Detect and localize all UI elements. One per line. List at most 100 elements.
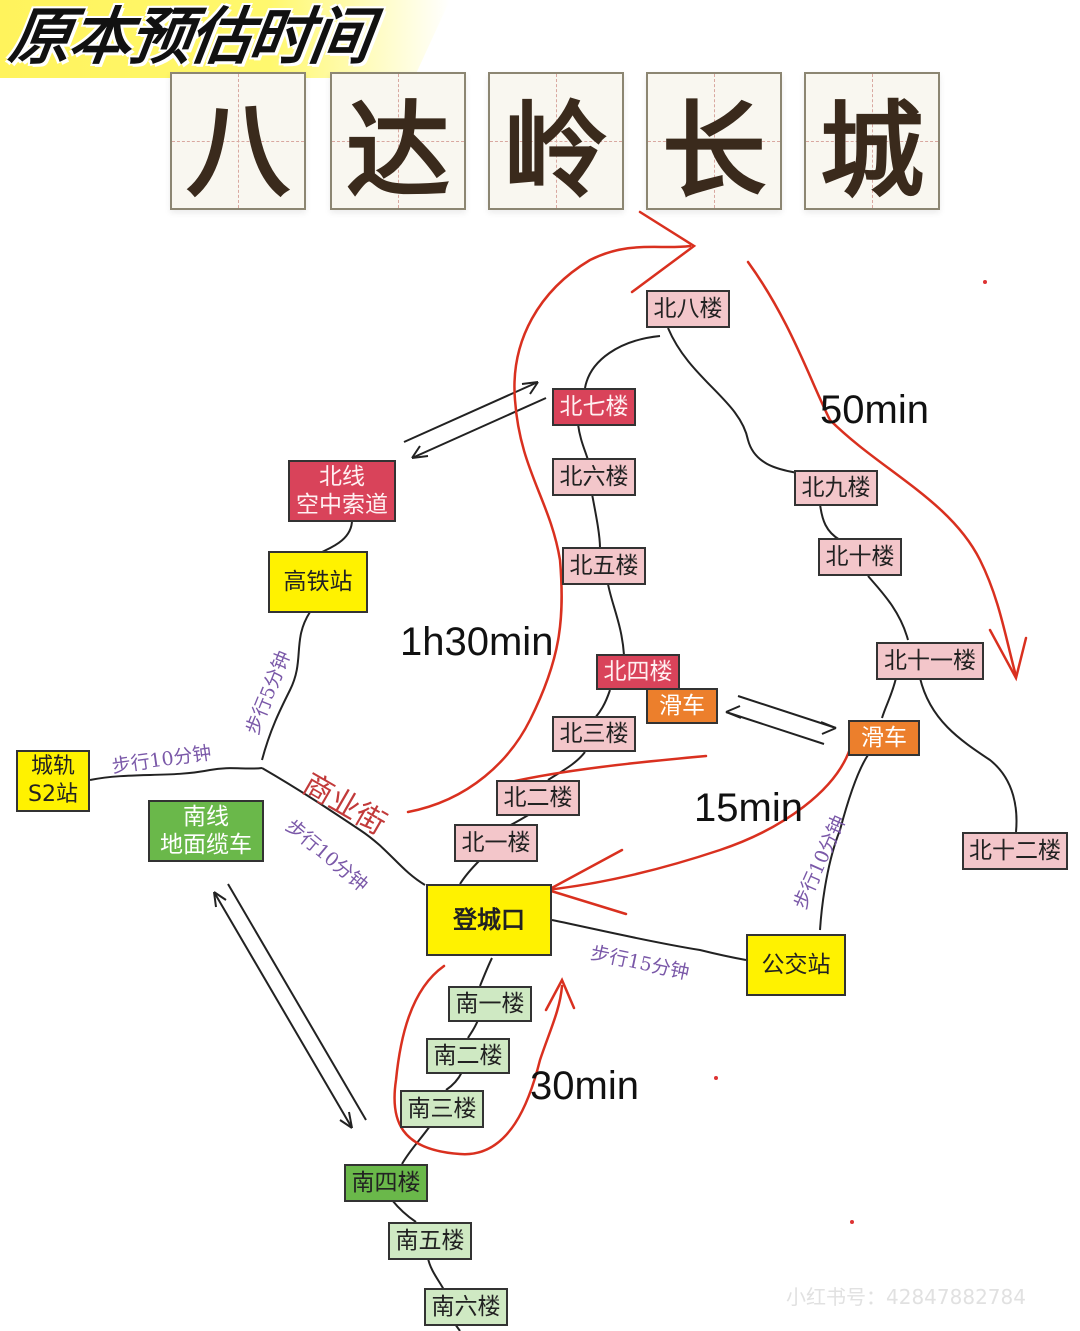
- route-west-arrowhead: [630, 210, 697, 294]
- trail-bei11-slide: [881, 677, 897, 719]
- title-char-5: 城: [819, 88, 924, 212]
- route-south-loop: [393, 964, 564, 1156]
- tower-bei8: 北八楼: [646, 290, 730, 328]
- watermark: 小红书号：42847882784: [786, 1285, 1026, 1309]
- trail-bei4-bei3: [594, 689, 611, 719]
- trail-bei9-bei10: [819, 503, 841, 541]
- tower-bei9: 北九楼: [794, 470, 878, 506]
- duration-north-west: 1h30min: [400, 620, 554, 664]
- arrow-head-south-down: [339, 1111, 353, 1129]
- tower-bei2: 北二楼: [496, 780, 580, 816]
- trail-lines: [89, 327, 1018, 1331]
- south-cableway-line1: 南线: [183, 804, 229, 830]
- stray-dot: [850, 1220, 854, 1224]
- title-char-1: 八: [185, 88, 290, 212]
- tower-nan1: 南一楼: [448, 986, 532, 1022]
- trail-bei1-gate: [459, 859, 481, 885]
- trail-bei6-bei5: [591, 493, 601, 549]
- tower-bei12: 北十二楼: [962, 832, 1068, 870]
- trail-nan5-nan6: [427, 1257, 445, 1291]
- tower-nan3: 南三楼: [400, 1090, 484, 1128]
- route-south-arrowhead: [544, 977, 576, 1012]
- trail-nan3-nan4: [401, 1125, 431, 1165]
- north-cableway-line2: 空中索道: [296, 492, 388, 518]
- trail-nan4-nan5: [391, 1199, 417, 1223]
- trail-gate-nan1: [479, 957, 493, 987]
- trail-gongjiao-slide: [819, 754, 869, 931]
- title-row: 八 达 岭 长 城: [170, 72, 950, 214]
- arrow-slide-right: [737, 695, 837, 729]
- route-slide-return: [544, 740, 854, 892]
- arrow-head-slide-left: [725, 705, 742, 719]
- south-cableway-line2: 地面缆车: [160, 832, 252, 858]
- trail-gaotie-junction: [261, 611, 311, 761]
- trail-bei10-bei11: [867, 575, 909, 641]
- red-routes: [393, 210, 1028, 1156]
- double-arrows: [213, 381, 837, 1129]
- title-box-5: 城: [804, 72, 940, 212]
- trail-bei11-bei12: [919, 677, 1018, 833]
- trail-bei8-bei9: [667, 327, 801, 475]
- arrow-bei7-to-cable: [411, 397, 547, 459]
- station-gongjiao: 公交站: [746, 934, 846, 996]
- tower-bei11: 北十一楼: [876, 642, 984, 680]
- trail-junction-gate: [261, 767, 426, 886]
- north-cableway-line1: 北线: [319, 464, 365, 490]
- trail-gate-gongjiao: [551, 919, 747, 961]
- title-char-2: 达: [345, 88, 450, 212]
- trail-bei5-bei4: [607, 583, 625, 656]
- trail-bei7-bei6: [577, 423, 589, 461]
- tower-bei10: 北十楼: [818, 538, 902, 576]
- trail-chenggui-junction: [89, 767, 263, 781]
- trail-nan1-nan2: [467, 1019, 479, 1039]
- north-cableway: 北线 空中索道: [288, 460, 396, 522]
- arrow-head-slide-right: [820, 721, 837, 735]
- tower-nan2: 南二楼: [426, 1038, 510, 1074]
- arrow-slide-left: [725, 711, 825, 745]
- tower-bei4: 北四楼: [596, 654, 680, 690]
- trail-bei8-bei7: [584, 335, 661, 389]
- route-return-arrowhead: [544, 848, 628, 916]
- arrow-south-cable-up: [227, 883, 367, 1121]
- arrow-cable-to-bei7: [403, 381, 539, 443]
- tower-nan4: 南四楼: [344, 1164, 428, 1202]
- trail-nan2-nan3: [445, 1071, 463, 1091]
- station-chenggui: 城轨 S2站: [16, 750, 90, 812]
- entrance-dengchengkou: 登城口: [426, 884, 552, 956]
- tower-bei1: 北一楼: [454, 824, 538, 862]
- arrow-head-bei7: [521, 381, 539, 395]
- duration-slide-return: 15min: [694, 786, 803, 830]
- arrow-head-south-up: [213, 891, 227, 908]
- title-box-3: 岭: [488, 72, 624, 212]
- title-banner: [0, 0, 450, 78]
- stray-dot: [983, 280, 987, 284]
- stray-dot: [714, 1076, 718, 1080]
- south-cableway: 南线 地面缆车: [148, 800, 264, 862]
- arrow-south-cable-down: [213, 891, 353, 1129]
- tower-nan5: 南五楼: [388, 1222, 472, 1260]
- title-box-2: 达: [330, 72, 466, 212]
- tower-bei3: 北三楼: [552, 716, 636, 752]
- tower-nan6: 南六楼: [424, 1288, 508, 1326]
- arrow-head-cable: [411, 445, 429, 459]
- duration-south-loop: 30min: [530, 1064, 639, 1108]
- tower-bei5: 北五楼: [562, 547, 646, 585]
- route-east-arrowhead: [988, 628, 1028, 682]
- trail-cable-gaotie: [321, 519, 353, 553]
- route-slide-bar: [500, 754, 708, 786]
- tower-bei7: 北七楼: [552, 388, 636, 426]
- route-east-descent: [746, 260, 1018, 678]
- slide-right: 滑车: [848, 720, 920, 756]
- title-char-3: 岭: [503, 88, 608, 212]
- trail-bei3-bei2: [547, 751, 586, 781]
- title-char-4: 长: [661, 88, 766, 212]
- slide-left: 滑车: [646, 688, 718, 724]
- title-box-4: 长: [646, 72, 782, 212]
- route-west-ascent: [406, 244, 692, 814]
- station-chenggui-line1: 城轨: [30, 754, 75, 779]
- tower-bei6: 北六楼: [552, 458, 636, 496]
- duration-north-east: 50min: [820, 388, 929, 432]
- station-gaotie: 高铁站: [268, 551, 368, 613]
- title-box-1: 八: [170, 72, 306, 212]
